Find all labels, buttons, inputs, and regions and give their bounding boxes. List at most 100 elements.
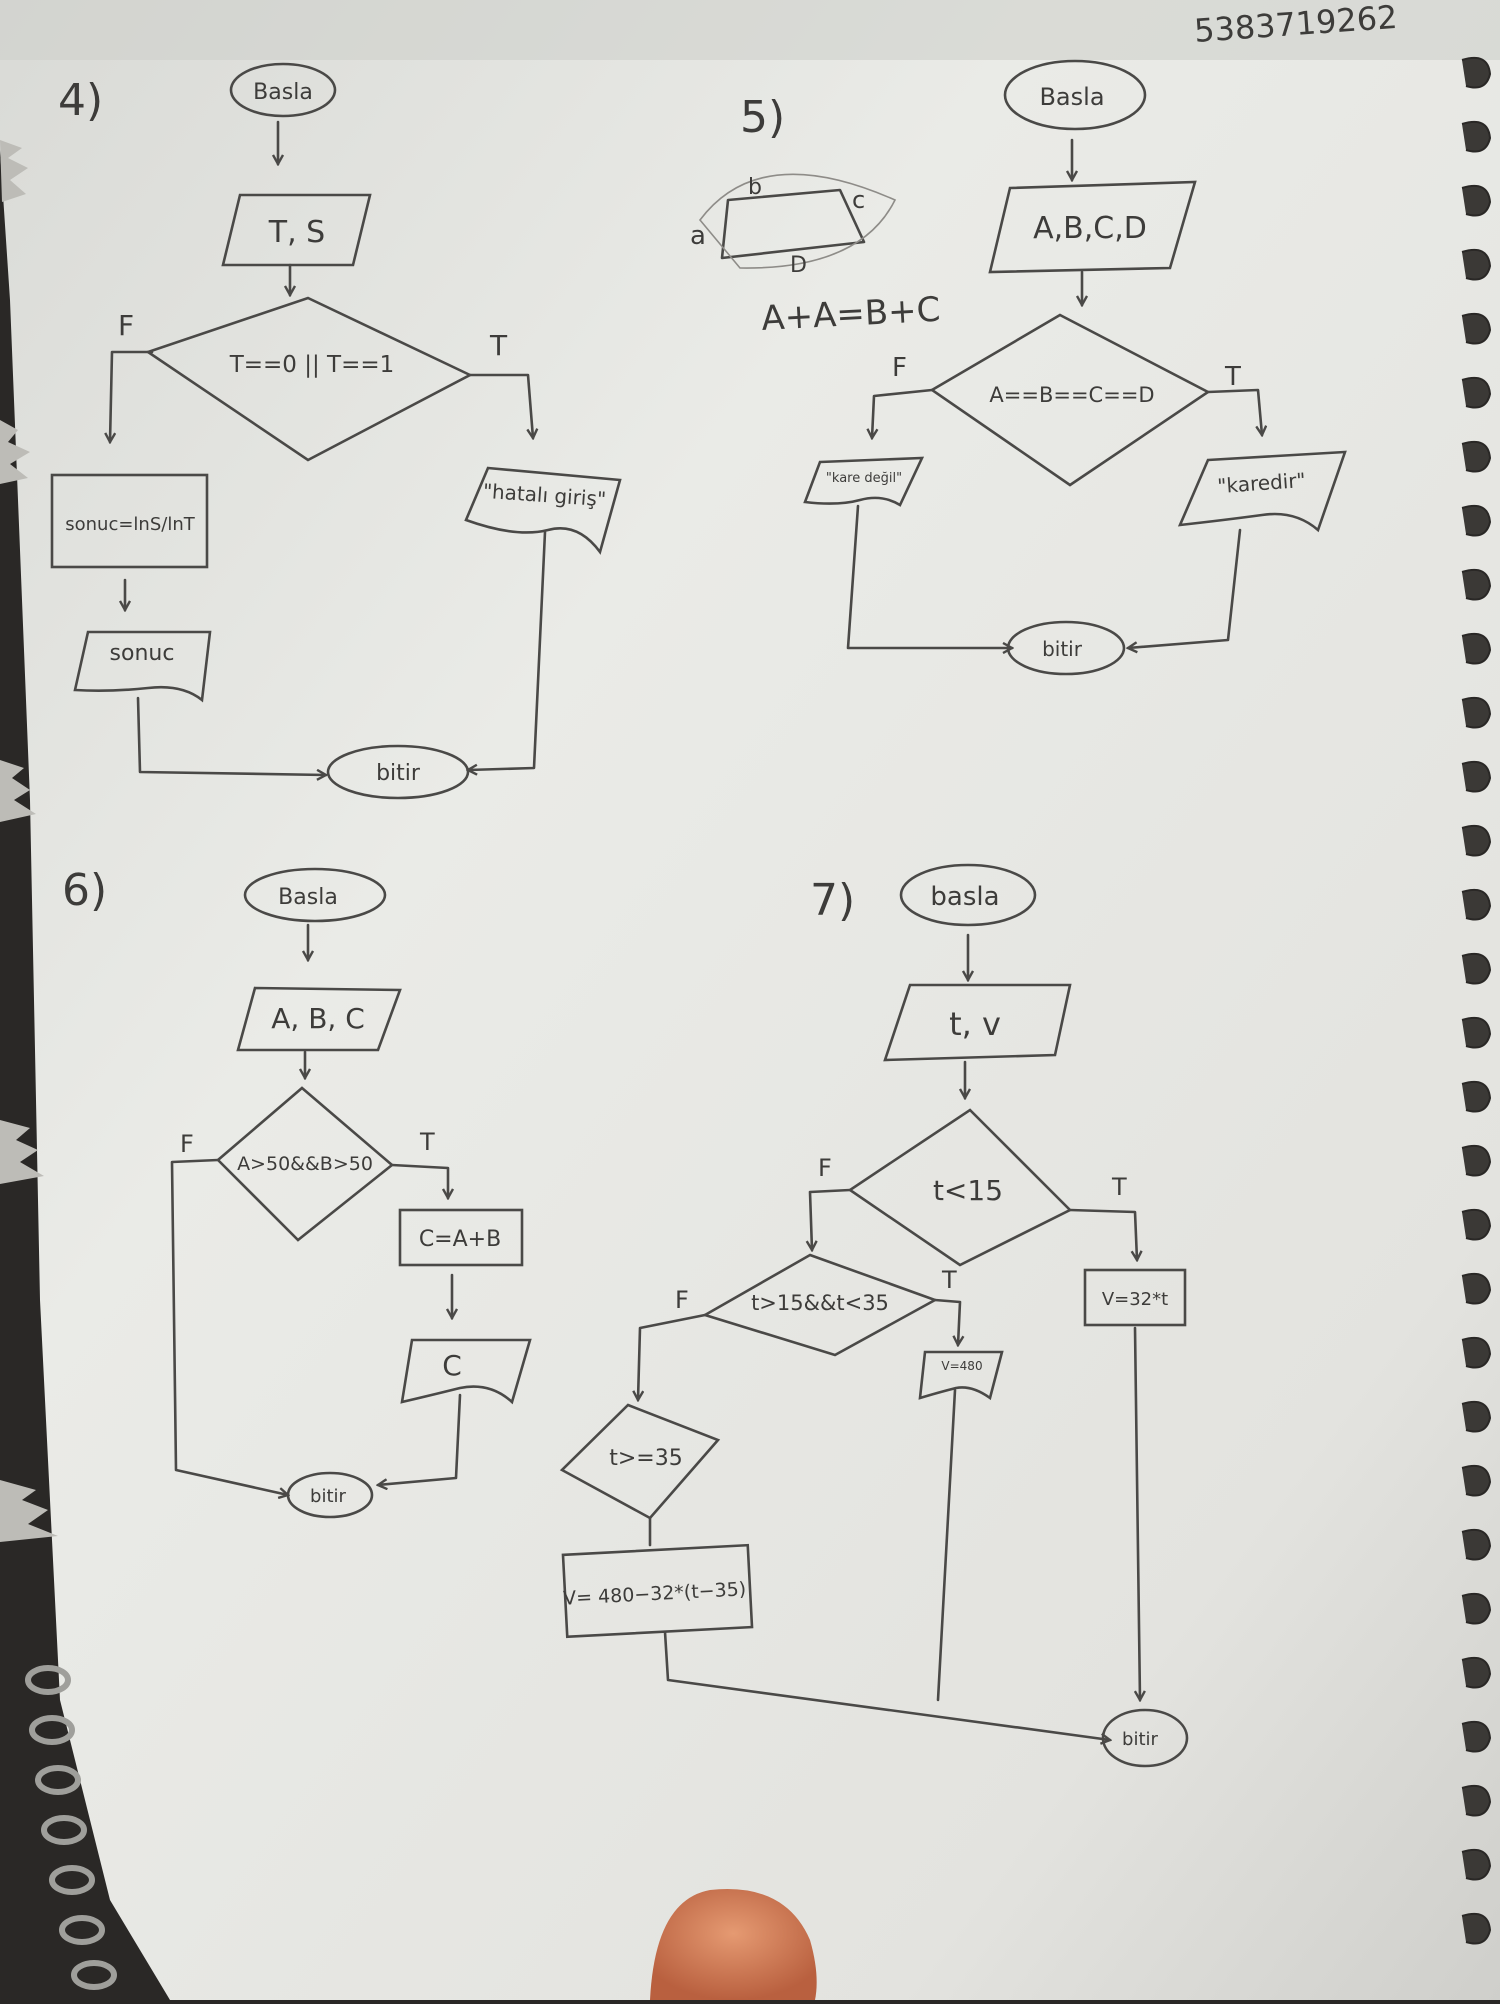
fc5-false-label: F	[892, 353, 907, 383]
spiral-ring	[1461, 760, 1492, 793]
fc5-equation: A+A=B+C	[760, 290, 941, 339]
fc7-end-label: bitir	[1122, 1729, 1158, 1750]
spiral-ring	[1461, 1528, 1492, 1561]
fc7-output-2-label: V=480	[941, 1359, 982, 1373]
fc4-input-parallelogram	[221, 193, 372, 267]
fc7-input-parallelogram	[883, 983, 1072, 1062]
spiral-ring	[1461, 1336, 1492, 1369]
fc4-number: 4)	[58, 75, 103, 126]
spiral-ring	[1461, 1144, 1492, 1177]
fc5-input-label: A,B,C,D	[1033, 211, 1147, 246]
flowchart-4: 4) Basla T, S T==0 || T==1 F T sonuc=lnS…	[50, 62, 622, 800]
fc5-start-label: Basla	[1039, 83, 1104, 111]
fc6-process-true	[398, 1208, 524, 1267]
spiral-ring	[1461, 504, 1492, 537]
fc4-end-label: bitir	[376, 761, 421, 786]
fc6-input-parallelogram	[236, 986, 402, 1052]
binder-rings-left	[25, 1665, 117, 1990]
fc6-start-label: Basla	[278, 885, 338, 910]
fc6-start-terminal	[243, 867, 387, 923]
fc5-output-false-label: "kare değil"	[826, 471, 902, 486]
fc4-process-false	[50, 473, 209, 569]
spiral-ring	[1461, 1208, 1492, 1241]
fc7-process-3	[561, 1543, 754, 1639]
fc4-process-false-label: sonuc=lnS/lnT	[65, 514, 195, 535]
spiral-ring	[1461, 1080, 1492, 1113]
spiral-ring	[1461, 952, 1492, 985]
fc5-output-false	[803, 456, 925, 507]
fc4-decision	[145, 296, 473, 462]
fc5-sketch-d: D	[790, 253, 807, 278]
fc7-output-2	[918, 1350, 1004, 1401]
fc7-decision-1	[847, 1108, 1073, 1267]
fc4-false-label: F	[118, 309, 134, 342]
fc7-decision-1-label: t<15	[933, 1174, 1003, 1207]
spiral-ring	[1461, 56, 1492, 89]
fc5-decision	[929, 313, 1211, 487]
spiral-ring	[1461, 1912, 1492, 1945]
fc7-decision-2-label: t>15&&t<35	[751, 1291, 889, 1315]
fc7-start-terminal	[899, 863, 1037, 927]
fc5-sketch-a: a	[690, 221, 706, 251]
fc7-start-label: basla	[930, 882, 999, 912]
fc4-input-label: T, S	[268, 215, 325, 250]
fc6-end-terminal	[286, 1471, 374, 1519]
fc6-output-true-label: C	[442, 1349, 462, 1382]
fc5-end-terminal	[1006, 620, 1126, 676]
torn-left-edge	[0, 140, 58, 1542]
spiral-ring	[1461, 376, 1492, 409]
fc5-side-sketch: a b c D	[690, 173, 897, 278]
flowchart-7: 7) basla t, v t<15 F T V=32*t t>15&&t<35…	[559, 863, 1189, 1768]
fc4-output-false	[73, 630, 212, 703]
fc4-start-label: Basla	[253, 80, 313, 105]
spiral-ring	[1461, 888, 1492, 921]
fc4-end-terminal	[326, 744, 470, 800]
fc4-decision-label: T==0 || T==1	[229, 352, 395, 378]
thumb	[650, 1889, 817, 2000]
fc6-decision-label: A>50&&B>50	[237, 1153, 373, 1175]
fc4-output-true	[464, 466, 622, 555]
spiral-ring	[1461, 312, 1492, 345]
fc4-true-label: T	[489, 329, 508, 362]
spiral-ring	[1461, 120, 1492, 153]
spiral-binding	[1461, 56, 1492, 1945]
spiral-ring	[1461, 632, 1492, 665]
fc7-end-terminal	[1101, 1708, 1189, 1768]
spiral-ring	[1461, 696, 1492, 729]
fc7-d1-false-label: F	[818, 1154, 832, 1182]
fc7-number: 7)	[810, 875, 855, 926]
spiral-ring	[1461, 824, 1492, 857]
fc5-true-label: T	[1224, 362, 1241, 392]
fc6-number: 6)	[62, 865, 107, 916]
spiral-ring	[1461, 1464, 1492, 1497]
fc5-sketch-b: b	[748, 175, 762, 200]
fc6-input-label: A, B, C	[271, 1002, 365, 1035]
fc6-decision	[216, 1086, 395, 1242]
fc5-input-parallelogram	[988, 180, 1197, 274]
spiral-ring	[1461, 440, 1492, 473]
fc7-d2-false-label: F	[675, 1286, 689, 1314]
fc5-start-terminal	[1003, 59, 1147, 131]
fc6-output-true	[400, 1338, 532, 1405]
spiral-ring	[1461, 184, 1492, 217]
fc7-decision-2	[701, 1253, 939, 1357]
spiral-ring	[1461, 1592, 1492, 1625]
fc4-output-false-label: sonuc	[110, 641, 175, 666]
spiral-ring	[1461, 248, 1492, 281]
fc6-end-label: bitir	[310, 1486, 346, 1507]
paper-top-shadow	[0, 0, 1500, 60]
spiral-ring	[1461, 1272, 1492, 1305]
fc7-process-1-label: V=32*t	[1102, 1289, 1168, 1310]
spiral-ring	[1461, 1656, 1492, 1689]
fc7-d1-true-label: T	[1111, 1173, 1127, 1201]
flowchart-6: 6) Basla A, B, C A>50&&B>50 F T C=A+B C …	[62, 865, 532, 1519]
fc5-number: 5)	[740, 92, 785, 143]
fc6-false-label: F	[180, 1130, 194, 1158]
fc4-start-terminal	[229, 62, 337, 118]
fc5-decision-label: A==B==C==D	[989, 383, 1154, 407]
spiral-ring	[1461, 1848, 1492, 1881]
spiral-ring	[1461, 1784, 1492, 1817]
